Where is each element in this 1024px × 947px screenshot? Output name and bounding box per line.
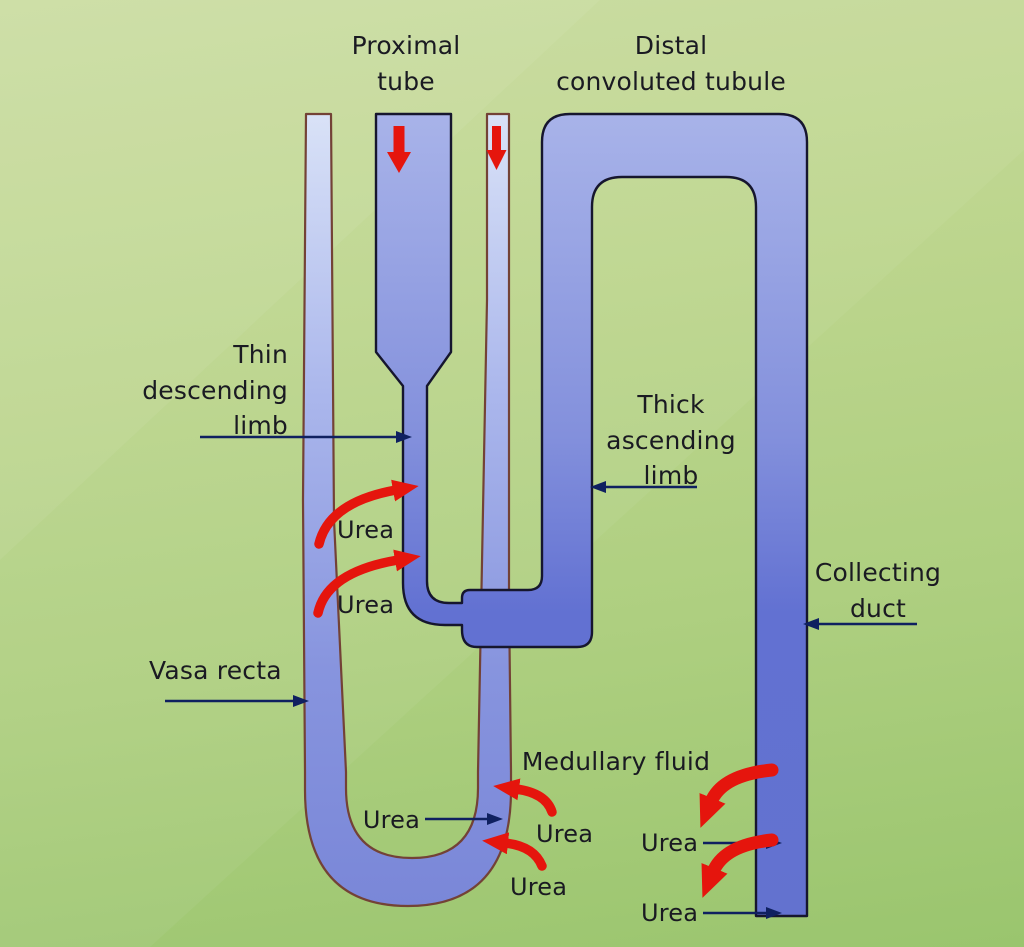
label-distal-line2: convoluted tubule: [556, 66, 786, 96]
urea-label-collecting-upper: Urea: [641, 829, 699, 857]
label-collecting-line2: duct: [849, 593, 907, 623]
label-proximal-tube-line1: Proximal: [351, 31, 461, 60]
urea-curved-arrow-vasa-bottom-lower: [482, 832, 547, 871]
label-thin-line1: Thin: [233, 340, 288, 369]
urea-curved-arrow-vasa-bottom-upper: [493, 778, 557, 817]
label-proximal-tube: Proximal tube: [306, 28, 506, 99]
label-thin-line3: limb: [233, 411, 288, 440]
label-thick-line2: ascending: [606, 425, 736, 455]
urea-label-vasa-bottom-outer-lower: Urea: [510, 873, 568, 901]
label-thick-ascending-limb: Thick ascending limb: [571, 387, 771, 494]
urea-curved-arrow-thin-limb-lower: [313, 549, 421, 618]
urea-label-vasa-bottom-inside: Urea: [362, 806, 420, 834]
label-thick-line1: Thick: [637, 390, 705, 419]
label-thin-descending-limb: Thin descending limb: [98, 337, 288, 444]
urea-curved-arrow-thin-limb-upper: [314, 479, 419, 549]
vasa-flow-down-arrow: [486, 126, 507, 170]
label-collecting-line1: Collecting: [814, 558, 942, 587]
label-distal-convoluted-tubule: Distal convoluted tubule: [521, 28, 821, 99]
urea-label-vasa-bottom-outer-upper: Urea: [536, 820, 594, 848]
label-thick-line3: limb: [643, 461, 699, 490]
label-thin-line2: descending: [142, 375, 288, 405]
proximal-flow-down-arrow: [387, 126, 411, 173]
urea-curved-arrow-collecting-lower: [701, 833, 779, 898]
vasa-recta-tube: [301, 112, 513, 908]
label-distal-line1: Distal: [634, 31, 708, 60]
urea-label-thin-limb-lower: Urea: [337, 591, 395, 619]
label-collecting-duct: Collecting duct: [778, 555, 978, 626]
label-medullary-fluid: Medullary fluid: [521, 747, 711, 776]
urea-curved-arrow-collecting-upper: [699, 763, 779, 828]
urea-label-collecting-lower: Urea: [641, 899, 699, 927]
label-proximal-tube-line2: tube: [377, 66, 435, 96]
label-vasa-recta: Vasa recta: [149, 656, 282, 685]
urea-label-thin-limb-upper: Urea: [337, 516, 395, 544]
